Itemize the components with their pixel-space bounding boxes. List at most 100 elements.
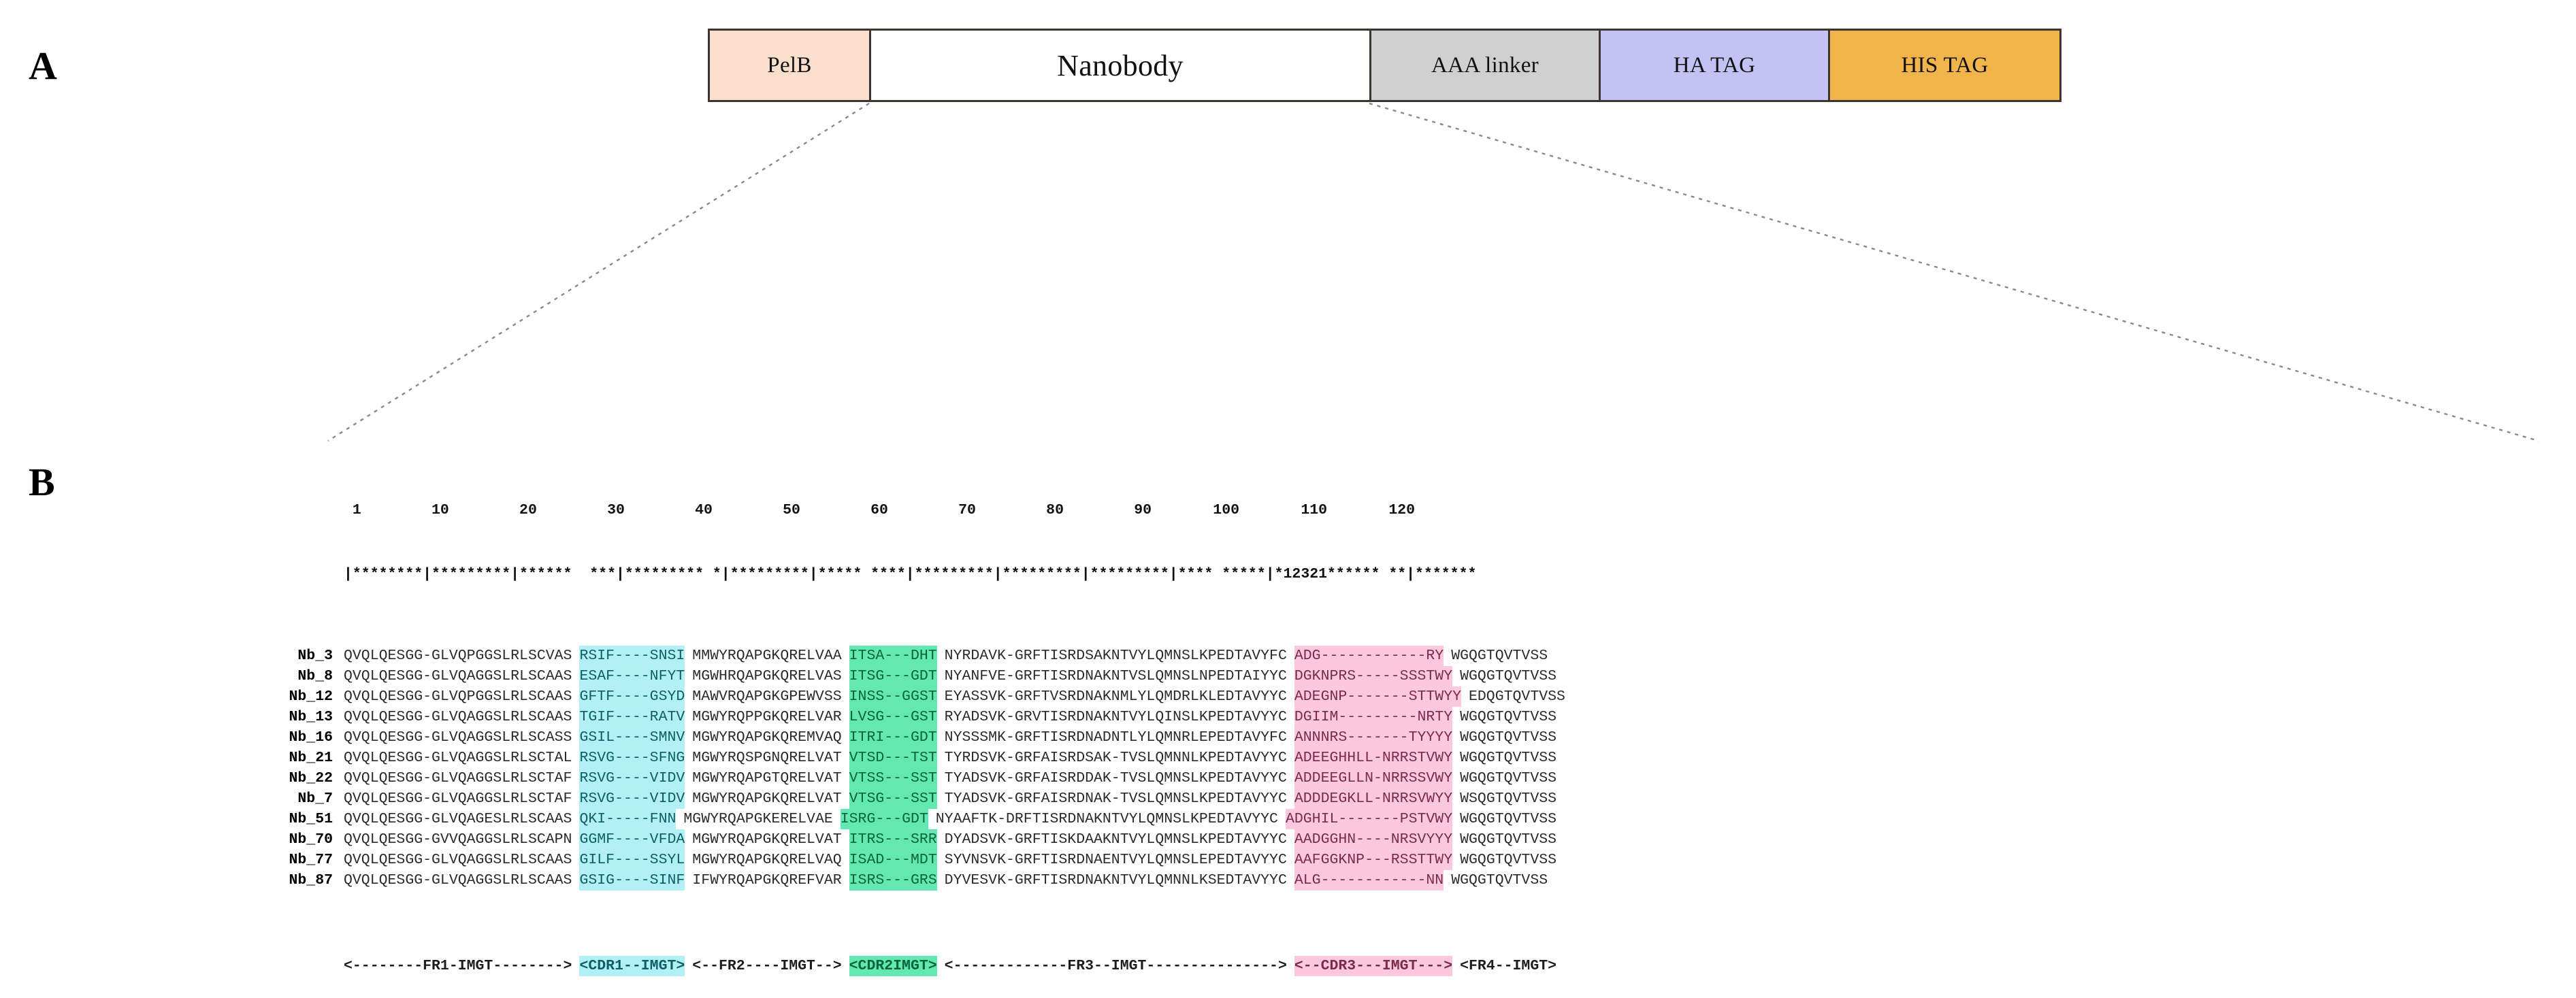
- alignment-segment-cdr3: AAFGGKNP---RSSTTWY: [1294, 850, 1453, 870]
- alignment-segment-fr1: QVQLQESGG-GLVQAGGSLRLSCAAS: [344, 872, 572, 888]
- alignment-segment-cdr2: ISAD---MDT: [849, 850, 937, 870]
- alignment-segment-fr4: WGQGTQVTVSS: [1460, 750, 1557, 766]
- alignment-segment-cdr3: ADGHIL-------PSTVWY: [1285, 809, 1453, 829]
- alignment-row: Nb_13 QVQLQESGG-GLVQAGGSLRLSCAAS TGIF----R…: [228, 707, 1565, 727]
- alignment-segment-fr3: EYASSVK-GRFTVSRDNAKNMLYLQMDRLKLEDTAVYYC: [944, 688, 1287, 705]
- alignment-segment-cdr1: ESAF----NFYT: [579, 666, 685, 686]
- alignment-segment-fr1: QVQLQESGG-GLVQAGGSLRLSCAAS: [344, 668, 572, 684]
- alignment-segment-fr4: WGQGTQVTVSS: [1460, 852, 1557, 868]
- alignment-segment-fr1: QVQLQESGG-GLVQPGGSLRLSCVAS: [344, 648, 572, 664]
- alignment-segment-fr3: NYRDAVK-GRFTISRDSAKNTVYLQMNSLKPEDTAVYFC: [944, 648, 1287, 664]
- construct-segment-nanobody: Nanobody: [871, 31, 1371, 100]
- alignment-segment-cdr1: RSVG----SFNG: [579, 748, 685, 768]
- alignment-segment-cdr2: ITSA---DHT: [849, 646, 937, 666]
- leader-line-left: [327, 102, 870, 442]
- domain-label-fr1: <--------FR1-IMGT-------->: [344, 958, 572, 974]
- alignment-segment-fr3: NYANFVE-GRFTISRDNAKNTVSLQMNSLNPEDTAIYYC: [944, 668, 1287, 684]
- alignment-segment-cdr1: GSIG----SINF: [579, 870, 685, 891]
- alignment-segment-cdr2: ITRI---GDT: [849, 727, 937, 748]
- construct-diagram: PelB Nanobody AAA linker HA TAG HIS TAG: [708, 29, 2061, 102]
- alignment-row: Nb_70 QVQLQESGG-GVVQAGGSLRLSCAPN GGMF----V…: [228, 829, 1565, 850]
- panel-b-label: B: [29, 460, 55, 504]
- domain-label-fr4: <FR4--IMGT>: [1460, 958, 1557, 974]
- panel-a-label: A: [29, 44, 57, 88]
- alignment-segment-cdr3: ADDEEGLLN-NRRSSVWY: [1294, 768, 1453, 788]
- alignment-segment-fr4: WGQGTQVTVSS: [1460, 709, 1557, 725]
- alignment-segment-fr4: WGQGTQVTVSS: [1460, 668, 1557, 684]
- alignment-segment-fr1: QVQLQESGG-GLVQAGGSLRLSCAAS: [344, 709, 572, 725]
- alignment-segment-fr2: MGWYRQPPGKQRELVAR: [692, 709, 842, 725]
- alignment-segment-fr4: WSQGTQVTVSS: [1460, 791, 1557, 807]
- alignment-segment-fr2: MMWYRQAPGKQRELVAA: [692, 648, 842, 664]
- alignment-segment-fr2: MGWYRQAPGKQRELVAT: [692, 831, 842, 848]
- alignment-segment-cdr3: ADG------------RY: [1294, 646, 1444, 666]
- alignment-segment-cdr3: DGIIM---------NRTY: [1294, 707, 1453, 727]
- alignment-segment-fr1: QVQLQESGG-GLVQAGGSLRLSCTAF: [344, 770, 572, 786]
- alignment-segment-fr3: TYRDSVK-GRFAISRDSAK-TVSLQMNNLKPEDTAVYYC: [944, 750, 1287, 766]
- alignment-segment-cdr1: GGMF----VFDA: [579, 829, 685, 850]
- alignment-segment-fr4: WGQGTQVTVSS: [1460, 729, 1557, 746]
- alignment-segment-fr3: TYADSVK-GRFAISRDNAK-TVSLQMNSLKPEDTAVYYC: [944, 791, 1287, 807]
- alignment-segment-cdr1: GILF----SSYL: [579, 850, 685, 870]
- alignment-segment-cdr2: ISRS---GRS: [849, 870, 937, 891]
- alignment-row-label: Nb_77: [289, 852, 333, 868]
- alignment-segment-cdr3: ANNNRS-------TYYYY: [1294, 727, 1453, 748]
- domain-label-fr2: <--FR2----IMGT-->: [692, 958, 842, 974]
- alignment-segment-fr2: MAWVRQAPGKGPEWVSS: [692, 688, 842, 705]
- leader-line-right: [1369, 102, 2539, 442]
- alignment-row-label: Nb_70: [289, 831, 333, 848]
- construct-segment-aaa-linker: AAA linker: [1371, 31, 1601, 100]
- alignment-segment-fr3: RYADSVK-GRVTISRDNAKNTVYLQINSLKPEDTAVYYC: [944, 709, 1287, 725]
- alignment-segment-fr2: IFWYRQAPGKQREFVAR: [692, 872, 842, 888]
- alignment-segment-fr4: WGQGTQVTVSS: [1451, 648, 1548, 664]
- alignment-segment-cdr3: ADDDEGKLL-NRRSVWYY: [1294, 788, 1453, 809]
- alignment-segment-fr3: SYVNSVK-GRFTISRDNAENTVYLQMNSLEPEDTAVYYC: [944, 852, 1287, 868]
- alignment-segment-fr1: QVQLQESGG-GVVQAGGSLRLSCAPN: [344, 831, 572, 848]
- alignment-segment-fr2: MGWYRQAPGKQRELVAQ: [692, 852, 842, 868]
- alignment-segment-fr1: QVQLQESGG-GLVQAGGSLRLSCTAL: [344, 750, 572, 766]
- alignment-ruler-numbers: 1 10 20 30 40 50 60 70 80 90 100 110 120: [344, 502, 1416, 518]
- alignment-row-label: Nb_87: [289, 872, 333, 888]
- alignment-segment-cdr1: GSIL----SMNV: [579, 727, 685, 748]
- domain-label-cdr2: <CDR2IMGT>: [849, 956, 937, 976]
- alignment-segment-fr1: QVQLQESGG-GLVQAGGSLRLSCTAF: [344, 791, 572, 807]
- alignment-row-label: Nb_22: [289, 770, 333, 786]
- alignment-segment-fr3: TYADSVK-GRFAISRDDAK-TVSLQMNSLKPEDTAVYYC: [944, 770, 1287, 786]
- alignment-segment-cdr2: VTSD---TST: [849, 748, 937, 768]
- alignment-row-label: Nb_16: [289, 729, 333, 746]
- alignment-segment-cdr3: ADEGNP-------STTWYY: [1294, 686, 1461, 707]
- alignment-segment-cdr1: RSIF----SNSI: [579, 646, 685, 666]
- alignment-segment-cdr2: VTSS---SST: [849, 768, 937, 788]
- alignment-row-label: Nb_8: [297, 668, 333, 684]
- alignment-segment-cdr2: ITRS---SRR: [849, 829, 937, 850]
- alignment-segment-fr4: EDQGTQVTVSS: [1469, 688, 1565, 705]
- alignment-row: Nb_8 QVQLQESGG-GLVQAGGSLRLSCAAS ESAF----NF…: [228, 666, 1565, 686]
- alignment-row-label: Nb_13: [289, 709, 333, 725]
- alignment-segment-cdr1: TGIF----RATV: [579, 707, 685, 727]
- alignment-segment-fr3: NYAAFTK-DRFTISRDNAKNTVYLQMNSLKPEDTAVYYC: [935, 811, 1278, 827]
- alignment-segment-cdr2: INSS--GGST: [849, 686, 937, 707]
- alignment-row: Nb_77 QVQLQESGG-GLVQAGGSLRLSCAAS GILF----S…: [228, 850, 1565, 870]
- construct-segment-his-tag: HIS TAG: [1830, 31, 2059, 100]
- alignment-segment-cdr2: ITSG---GDT: [849, 666, 937, 686]
- construct-segment-ha-tag: HA TAG: [1601, 31, 1830, 100]
- alignment-row-label: Nb_12: [289, 688, 333, 705]
- alignment-segment-cdr1: RSVG----VIDV: [579, 788, 685, 809]
- alignment-segment-fr4: WGQGTQVTVSS: [1460, 770, 1557, 786]
- alignment-segment-fr2: MGWYRQAPGKQREMVAQ: [692, 729, 842, 746]
- alignment-segment-cdr1: RSVG----VIDV: [579, 768, 685, 788]
- alignment-segment-cdr2: LVSG---GST: [849, 707, 937, 727]
- construct-segment-pelb: PelB: [710, 31, 871, 100]
- alignment-segment-fr2: MGWYRQAPGKQRELVAT: [692, 791, 842, 807]
- alignment-segment-fr2: MGWYRQAPGKERELVAE: [683, 811, 833, 827]
- alignment-segment-fr4: WGQGTQVTVSS: [1460, 811, 1557, 827]
- alignment-ruler-ticks: |********|*********|****** ***|*********…: [344, 566, 1477, 582]
- alignment-segment-fr1: QVQLQESGG-GLVQAGGSLRLSCAAS: [344, 852, 572, 868]
- alignment-segment-cdr2: VTSG---SST: [849, 788, 937, 809]
- alignment-row-label: Nb_7: [297, 791, 333, 807]
